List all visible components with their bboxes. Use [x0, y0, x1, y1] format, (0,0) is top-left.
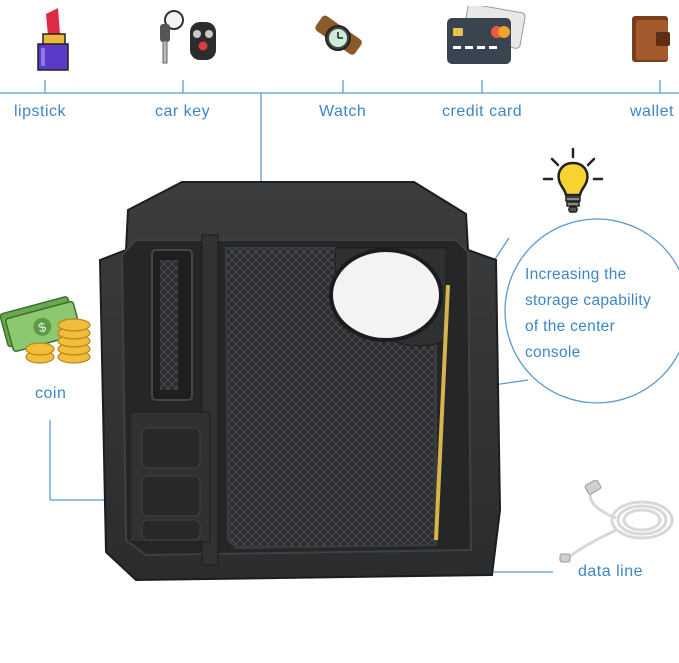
label-lipstick: lipstick	[14, 103, 67, 120]
label-coin: coin	[35, 385, 67, 402]
watch-icon	[312, 12, 364, 64]
usb-cable-icon	[556, 480, 679, 566]
callout-line-3: of the center	[525, 318, 616, 335]
lightbulb-icon	[540, 145, 606, 217]
callout-line-1: Increasing the	[525, 266, 627, 283]
callout-line-4: console	[525, 344, 581, 361]
wallet-icon	[628, 12, 674, 68]
credit-card-icon	[443, 6, 527, 70]
label-watch: Watch	[319, 103, 367, 120]
svg-text:$: $	[37, 319, 49, 336]
lipstick-icon	[28, 4, 78, 72]
label-wallet: wallet	[630, 103, 674, 120]
label-credit-card: credit card	[442, 103, 523, 120]
console-tray	[96, 180, 504, 590]
callout-line-2: storage capability	[525, 292, 652, 309]
callout-circle	[504, 218, 679, 404]
money-coins-icon: $	[0, 285, 96, 369]
callout-text: Increasing the storage capability of the…	[525, 262, 675, 366]
label-car-key: car key	[155, 103, 211, 120]
car-key-icon	[150, 8, 222, 66]
label-data-line: data line	[578, 563, 643, 580]
